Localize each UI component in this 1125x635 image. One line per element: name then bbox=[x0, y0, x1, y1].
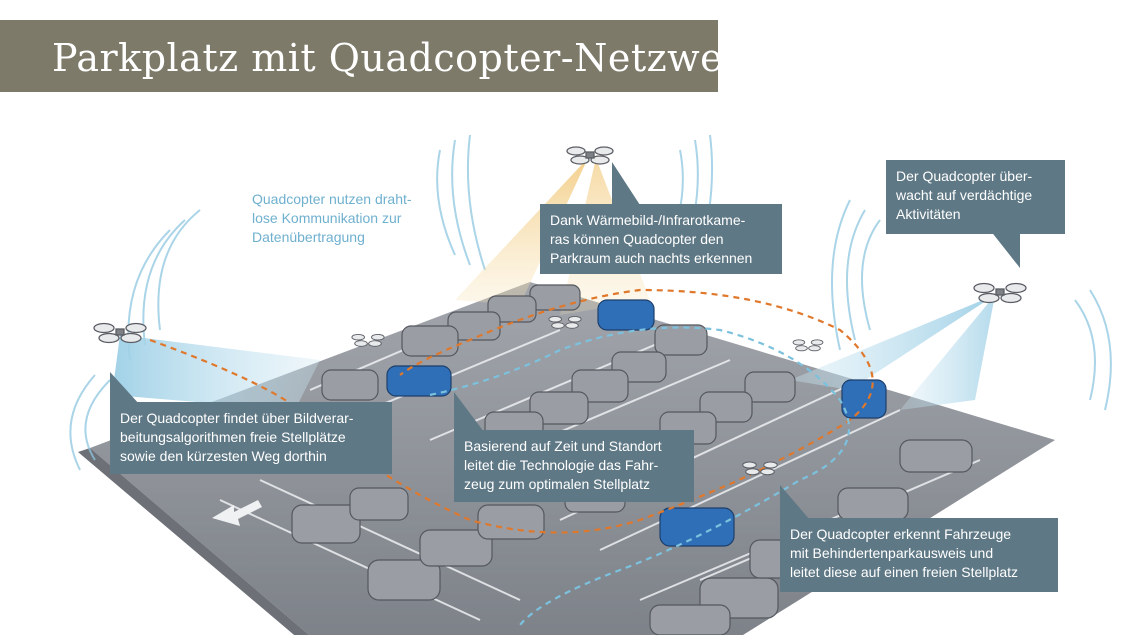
drone-beam bbox=[900, 295, 995, 410]
car bbox=[349, 487, 409, 521]
callout-line: sowie den kürzesten Weg dorthin bbox=[120, 448, 327, 464]
wireless-note: Quadcopter nutzen draht- lose Kommunikat… bbox=[252, 190, 412, 247]
callout-line: ras können Quadcopter den bbox=[550, 231, 724, 247]
callout-line: leitet die Technologie das Fahr- bbox=[464, 457, 659, 473]
car bbox=[654, 324, 708, 356]
car-blue bbox=[659, 507, 735, 547]
car bbox=[529, 284, 581, 311]
car-blue bbox=[841, 379, 887, 419]
callout-line: wacht auf verdächtige bbox=[896, 187, 1033, 203]
parking-lot-edge bbox=[78, 448, 310, 635]
car-blue bbox=[386, 365, 452, 397]
callout-line: mit Behindertenparkausweis und bbox=[790, 545, 994, 561]
car bbox=[744, 371, 796, 403]
car bbox=[837, 487, 909, 521]
quadcopter-icon bbox=[93, 146, 1027, 476]
route-blue bbox=[429, 326, 851, 626]
car bbox=[321, 369, 379, 401]
car bbox=[899, 439, 973, 473]
car bbox=[649, 604, 731, 635]
drone-beam bbox=[790, 295, 995, 390]
note-line: lose Kommunikation zur bbox=[252, 210, 402, 226]
callout-surveillance: Der Quadcopter über- wacht auf verdächti… bbox=[886, 160, 1065, 234]
car bbox=[401, 325, 459, 357]
callout-free-spaces: Der Quadcopter findet über Bildverar- be… bbox=[110, 402, 392, 474]
drone-beam bbox=[455, 158, 588, 305]
callout-line: zeug zum optimalen Stellplatz bbox=[464, 476, 650, 492]
car bbox=[419, 529, 493, 567]
callout-disabled: Der Quadcopter erkennt Fahrzeuge mit Beh… bbox=[780, 518, 1058, 592]
car-blue bbox=[597, 299, 655, 331]
route-orange bbox=[149, 288, 874, 534]
callout-line: leitet diese auf einen freien Stellplatz bbox=[790, 564, 1019, 580]
title-bar bbox=[0, 20, 718, 92]
car bbox=[477, 504, 545, 540]
callout-line: beitungsalgorithmen freie Stellplätze bbox=[120, 429, 346, 445]
callout-line: Der Quadcopter findet über Bildverar- bbox=[120, 410, 354, 426]
callout-line: Basierend auf Zeit und Standort bbox=[464, 438, 662, 454]
drone-beam bbox=[112, 335, 320, 410]
callout-pointers bbox=[110, 162, 1020, 520]
callout-line: Dank Wärmebild-/Infrarotkame- bbox=[550, 212, 746, 228]
direction-arrow-icon bbox=[212, 500, 262, 526]
callout-line: Aktivitäten bbox=[896, 206, 961, 222]
car bbox=[367, 559, 441, 601]
callout-guidance: Basierend auf Zeit und Standort leitet d… bbox=[454, 430, 694, 502]
guided-cars bbox=[386, 299, 887, 547]
callout-infrared: Dank Wärmebild-/Infrarotkame- ras können… bbox=[540, 204, 782, 274]
callout-line: Parkraum auch nachts erkennen bbox=[550, 250, 753, 266]
car bbox=[291, 504, 361, 544]
callout-line: Der Quadcopter über- bbox=[896, 168, 1033, 184]
note-line: Quadcopter nutzen draht- bbox=[252, 191, 412, 207]
car bbox=[529, 391, 589, 425]
page-title: Parkplatz mit Quadcopter-Netzwerk bbox=[52, 36, 766, 80]
car bbox=[571, 369, 629, 403]
callout-line: Der Quadcopter erkennt Fahrzeuge bbox=[790, 526, 1012, 542]
note-line: Datenübertragung bbox=[252, 229, 365, 245]
